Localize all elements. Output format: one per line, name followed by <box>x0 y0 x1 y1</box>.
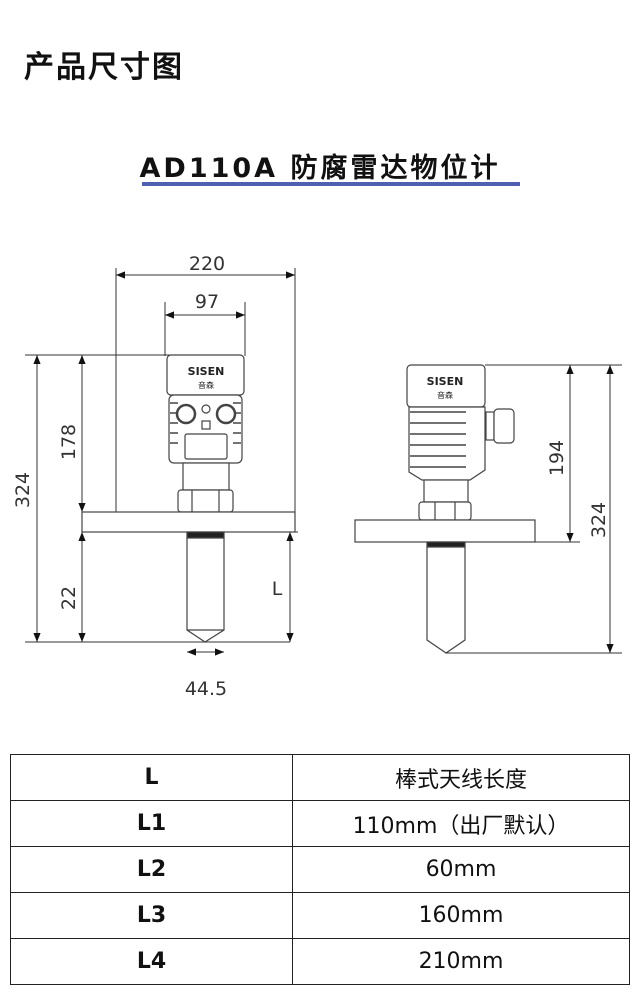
label-220: 220 <box>189 253 225 275</box>
row-length: 210mm <box>292 938 630 985</box>
table-row: L1 110mm（出厂默认） <box>10 800 630 847</box>
label-22: 22 <box>58 586 80 610</box>
label-44-5: 44.5 <box>185 678 227 700</box>
product-title: AD110A 防腐雷达物位计 <box>139 153 501 184</box>
brand-logo-side: SISEN <box>427 375 464 388</box>
row-code: L4 <box>10 938 293 985</box>
brand-sub-front: 音森 <box>198 380 214 390</box>
header-antenna-length: 棒式天线长度 <box>292 754 630 801</box>
row-code: L2 <box>10 846 293 893</box>
row-code: L3 <box>10 892 293 939</box>
label-324-front: 324 <box>12 472 34 508</box>
label-324-side: 324 <box>588 502 610 538</box>
front-view-device: SISEN 音森 <box>81 354 296 643</box>
title-underline <box>142 182 520 186</box>
brand-sub-side: 音森 <box>437 390 453 400</box>
row-code: L1 <box>10 800 293 847</box>
side-view-device: SISEN 音森 <box>354 364 536 654</box>
label-194: 194 <box>546 440 568 476</box>
page-heading: 产品尺寸图 <box>24 50 184 85</box>
row-length: 160mm <box>292 892 630 939</box>
row-length: 60mm <box>292 846 630 893</box>
table-row: L2 60mm <box>10 846 630 893</box>
label-178: 178 <box>58 424 80 460</box>
table-row: L4 210mm <box>10 938 630 985</box>
label-L: L <box>272 578 283 600</box>
dimension-drawing: SISEN 音森 SISEN 音森 220 97 324 178 22 L 44… <box>12 253 622 700</box>
table-header-row: L 棒式天线长度 <box>10 754 630 801</box>
table-row: L3 160mm <box>10 892 630 939</box>
header-L: L <box>10 754 293 801</box>
label-97: 97 <box>195 291 219 313</box>
brand-logo-front: SISEN <box>188 365 225 378</box>
antenna-length-table: L 棒式天线长度 L1 110mm（出厂默认） L2 60mm L3 160mm… <box>10 754 630 985</box>
row-length: 110mm（出厂默认） <box>292 800 630 847</box>
